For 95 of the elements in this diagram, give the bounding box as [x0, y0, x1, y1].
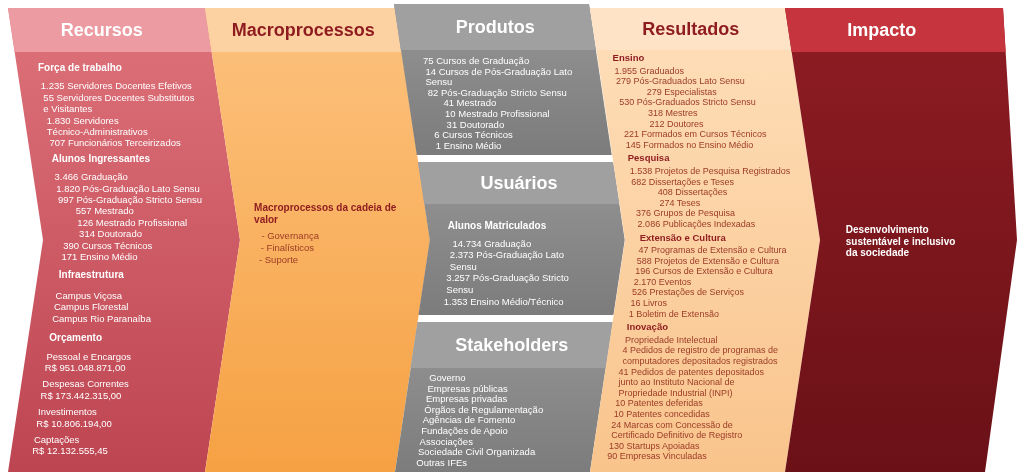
band-title: Recursos [60, 19, 143, 41]
section-heading: Força de trabalho [38, 62, 122, 74]
list-item: 14.734 Graduação [452, 237, 532, 250]
list-item: 10 Mestrado Profissional [445, 108, 550, 120]
list-item: 2.086 Publicações Indexadas [637, 218, 756, 230]
list-item: 10 Patentes deferidas [615, 398, 703, 409]
list-item: 557 Mestrado [75, 205, 134, 217]
list-item: 274 Teses [659, 197, 701, 209]
list-item: 145 Formados no Ensino Médio [625, 139, 754, 151]
list-item: 1.955 Graduados [614, 65, 685, 77]
band-title: Impacto [847, 19, 917, 41]
list-item: 82 Pós-Graduação Stricto Sensu [427, 87, 567, 99]
list-item: 90 Empresas Vinculadas [607, 451, 707, 462]
section-heading: Extensão e Cultura [639, 232, 726, 244]
list-item: 2.170 Eventos [633, 276, 692, 288]
list-item: 16 Livros [630, 298, 667, 309]
list-item: Campus Florestal [53, 301, 129, 313]
list-item: R$ 10.806.194,00 [36, 417, 112, 429]
list-item: 126 Mestrado Profissional [77, 216, 188, 229]
list-item: 196 Cursos de Extensão e Cultura [635, 266, 773, 277]
list-item: 279 Pós-Graduados Lato Sensu [616, 76, 745, 87]
list-item: 6 Cursos Técnicos [434, 130, 513, 141]
list-item: 530 Pós-Graduados Stricto Sensu [619, 97, 756, 108]
section-heading: Alunos Matriculados [447, 220, 547, 232]
list-item: 997 Pós-Graduação Stricto Sensu [57, 194, 203, 206]
list-item: 1.235 Servidores Docentes Efetivos [40, 80, 192, 92]
list-item: 24 Marcas com Concessão de Certificado Definitivo de Registro [611, 419, 744, 441]
list-item: 1 Boletim de Extensão [628, 308, 719, 320]
section-heading: Pesquisa [627, 153, 670, 164]
list-item: 41 Mestrado [443, 98, 497, 109]
list-item: R$ 173.442.315,00 [40, 389, 122, 402]
list-item: Propriedade Intelectual [624, 334, 718, 346]
list-item: 171 Ensino Médio [61, 251, 138, 263]
list-item: Empresas públicas [427, 383, 508, 395]
list-item: R$ 12.132.555,45 [32, 445, 108, 457]
section-heading: Orçamento [49, 332, 103, 344]
list-item: Órgãos de Regulamentação [424, 404, 544, 416]
list-item: 707 Funcionários Terceirizados [49, 137, 181, 149]
list-item: 3.466 Graduação [54, 171, 128, 183]
list-item: - Finalísticos [260, 242, 315, 254]
list-item: 1.820 Pós-Graduação Lato Sensu [56, 182, 200, 195]
list-item: Outras IFEs [416, 457, 468, 469]
list-item: 526 Prestações de Serviços [632, 287, 745, 299]
list-item: 1 Ensino Médio [435, 140, 502, 152]
list-item: 682 Dissertações e Teses [631, 176, 735, 188]
band-title: Macroprocessos [231, 19, 375, 41]
band-title: Resultados [642, 18, 740, 40]
list-item: Pessoal e Encargos [46, 350, 131, 362]
list-item: Governo [429, 373, 466, 384]
list-item: 1.830 Servidores Técnico-Administrativos [46, 114, 149, 138]
list-item: R$ 951.048.871,00 [44, 361, 126, 374]
chevron-band [418, 162, 625, 315]
list-item: 1.353 Ensino Médio/Técnico [443, 295, 564, 308]
list-item: 31 Doutorado [446, 119, 505, 131]
list-item: 1.538 Projetos de Pesquisa Registrados [629, 165, 791, 177]
list-item: 4 Pedidos de registro de programas de computadores depositados registrados [622, 345, 780, 367]
list-item: Investimentos [38, 406, 97, 418]
list-item: 588 Projetos de Extensão e Cultura [636, 255, 779, 267]
list-item: - Suporte [259, 254, 299, 266]
list-item: 314 Doutorado [79, 228, 142, 240]
list-item: 279 Especialistas [646, 86, 717, 98]
list-item: 130 Startups Apoiadas [608, 440, 700, 452]
list-item: Sociedade Civil Organizada [417, 447, 536, 458]
list-item: Associações [419, 436, 473, 448]
section-heading: Alunos Ingressantes [51, 152, 151, 165]
list-item: 390 Cursos Técnicos [63, 239, 153, 252]
list-item: Fundações de Apoio [421, 425, 508, 437]
list-item: Despesas Correntes [42, 378, 129, 390]
section-heading: Infraestrutura [58, 268, 124, 280]
section-heading: Ensino [612, 53, 645, 64]
list-item: 2.373 Pós-Graduação Lato Sensu [449, 249, 565, 273]
impact-statement: Desenvolvimento sustentável e inclusivo da sociedade [845, 224, 957, 259]
list-item: 41 Pedidos de patentes depositados junto ao Instituto Nacional de Propriedade Industrial (INPI) [618, 366, 766, 399]
list-item: 75 Cursos de Graduação [423, 56, 530, 67]
list-item: 10 Patentes concedidas [613, 409, 710, 420]
list-item: Campus Rio Paranaíba [52, 312, 151, 325]
list-item: 55 Servidores Docentes Substitutos e Visitantes [43, 91, 196, 115]
section-heading: Macroprocessos da cadeia de valor [254, 202, 398, 226]
list-item: 14 Cursos de Pós-Graduação Lato Sensu [425, 66, 574, 88]
list-item: 47 Programas de Extensão e Cultura [638, 245, 787, 256]
list-item: - Governança [261, 230, 319, 242]
list-item: 318 Mestres [647, 107, 698, 119]
list-item: Campus Viçosa [55, 289, 122, 302]
list-item: Empresas privadas [425, 394, 508, 405]
list-item: 376 Grupos de Pesquisa [636, 208, 736, 219]
section-heading: Inovação [626, 322, 668, 333]
list-item: Captações [33, 433, 80, 446]
band-title: Produtos [455, 16, 535, 38]
list-item: Agências de Fomento [422, 415, 516, 426]
list-item: 3.257 Pós-Graduação Stricto Sensu [446, 272, 570, 296]
list-item: 408 Dissertações [657, 187, 728, 198]
list-item: 212 Doutores [649, 118, 704, 130]
list-item: 221 Formados em Cursos Técnicos [624, 129, 767, 140]
band-title: Usuários [480, 172, 558, 194]
band-title: Stakeholders [455, 334, 569, 356]
